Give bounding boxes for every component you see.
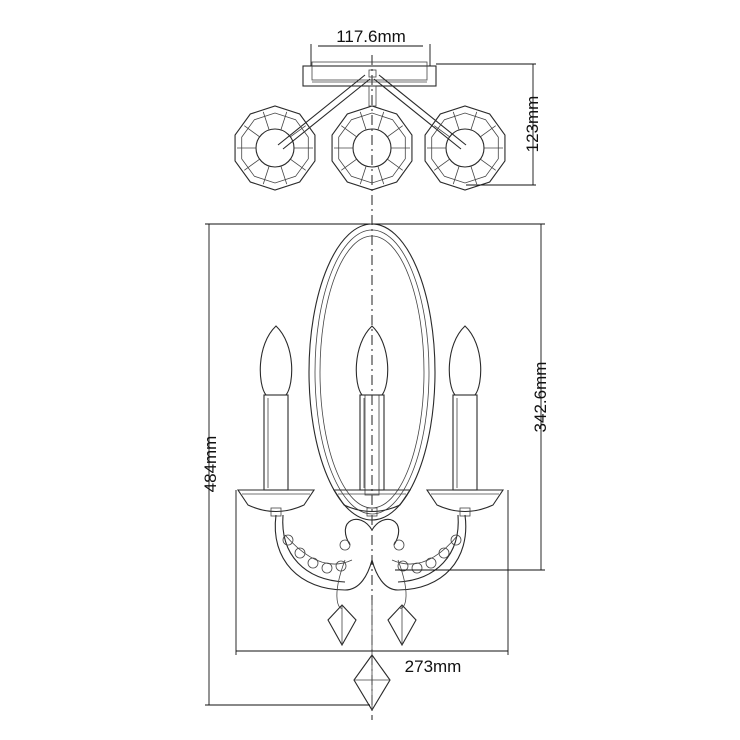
crystal-bead xyxy=(294,547,306,559)
drip-cup xyxy=(425,489,505,513)
flame-bulb xyxy=(259,325,293,396)
dimension-total-width: 273mm xyxy=(405,657,462,676)
crystal-bead xyxy=(282,534,294,546)
dimension-top-depth: 123mm xyxy=(523,96,542,153)
crystal-bead xyxy=(335,560,347,572)
dimension-upper-height: 342.6mm xyxy=(531,362,550,433)
top-view: 117.6mm 123mm xyxy=(234,27,542,191)
crystal-bead xyxy=(339,539,351,551)
mounting-plate xyxy=(302,65,437,87)
shade-top-view xyxy=(331,105,413,191)
dimension-total-height: 484mm xyxy=(201,436,220,493)
crystal-bead xyxy=(321,562,333,574)
front-view: 484mm 342.6mm 273mm xyxy=(201,223,550,712)
crystal-bead xyxy=(438,547,450,559)
crystal-bead xyxy=(307,557,319,569)
crystal-bead xyxy=(411,562,423,574)
crystal-bead xyxy=(397,560,409,572)
candle xyxy=(332,325,412,517)
crystal-bead xyxy=(425,557,437,569)
flame-bulb xyxy=(448,325,482,396)
candle xyxy=(425,325,505,517)
shade-top-view xyxy=(424,105,506,191)
crystal-bead xyxy=(393,539,405,551)
crystal-bead xyxy=(450,534,462,546)
drip-cup xyxy=(236,489,316,513)
shade-top-view xyxy=(234,105,316,191)
drip-cup xyxy=(332,489,412,513)
dimension-top-width: 117.6mm xyxy=(336,27,406,46)
candle xyxy=(236,325,316,517)
